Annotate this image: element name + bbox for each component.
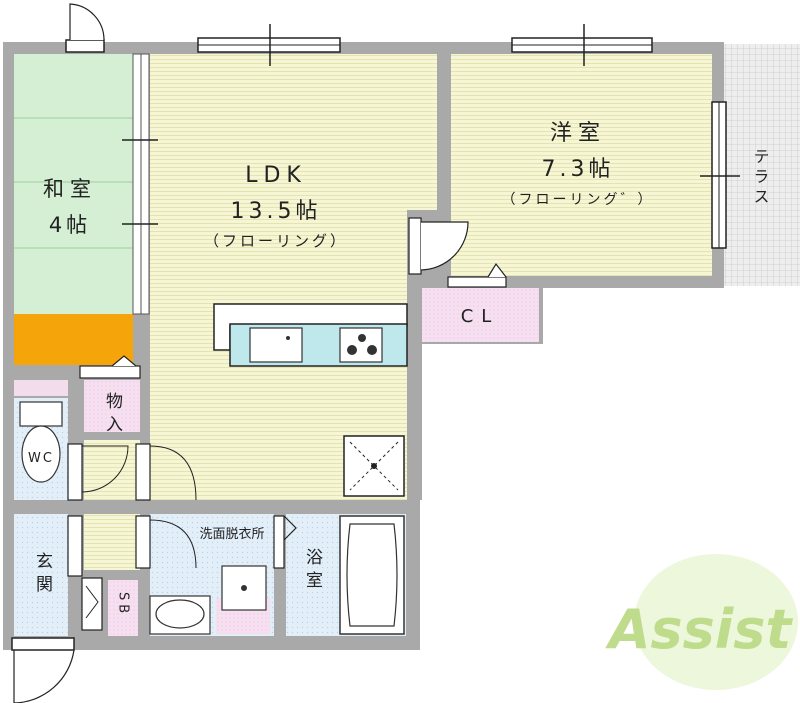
youshitsu-floor: （フローリング゛） (502, 192, 655, 208)
ldk-floor: （フローリング） (204, 232, 348, 250)
window-ldk (197, 24, 341, 66)
washroom-label: 洗面脱衣所 (199, 526, 264, 542)
entrance-area (14, 514, 68, 636)
door-washitsu-top (65, 3, 105, 53)
shoebox (108, 580, 138, 636)
stove-icon (339, 327, 383, 363)
toilet-icon (19, 401, 63, 483)
shoebox-label: SB (116, 592, 131, 617)
washitsu-room (14, 54, 133, 365)
closet-label: CL (461, 306, 500, 327)
door-entrance (11, 637, 75, 703)
terrace-label: テラス (751, 148, 770, 208)
appliance-space (343, 435, 405, 497)
ldk-room (150, 54, 437, 500)
youshitsu-name: 洋室 (550, 121, 606, 146)
toilet-label: WC (28, 451, 54, 466)
door-ldk (135, 443, 197, 501)
assist-logo-text: Assist (605, 598, 794, 661)
youshitsu-size: 7.3帖 (542, 157, 615, 182)
sink-icon (249, 327, 303, 363)
washing-machine-icon (216, 565, 270, 634)
window-terrace (700, 101, 740, 249)
bath-label: 浴室 (302, 548, 323, 594)
kitchen-counter (213, 303, 408, 367)
door-bath (273, 515, 297, 569)
storage-label: 物入 (102, 392, 123, 438)
door-toilet (67, 443, 129, 501)
door-youshitsu (408, 217, 469, 275)
door-entrance-inner (67, 515, 103, 631)
window-youshitsu (511, 24, 653, 66)
washitsu-size: 4帖 (49, 213, 91, 237)
closet-area (422, 288, 539, 342)
bathtub-icon (339, 515, 405, 635)
door-washroom (135, 515, 197, 569)
ldk-size: 13.5帖 (231, 199, 322, 224)
ldk-name: LDK (245, 163, 307, 188)
assist-logo: Assist (605, 554, 798, 690)
oshiire-closet (14, 314, 133, 365)
washbasin-icon (149, 595, 211, 635)
door-closet (447, 262, 507, 288)
storage-area (84, 380, 140, 432)
washitsu-name: 和室 (43, 177, 97, 201)
fusuma-partition (122, 53, 158, 315)
youshitsu-room (451, 54, 712, 276)
terrace-area (724, 44, 800, 286)
door-storage (79, 355, 141, 379)
entrance-label: 玄関 (32, 552, 52, 598)
